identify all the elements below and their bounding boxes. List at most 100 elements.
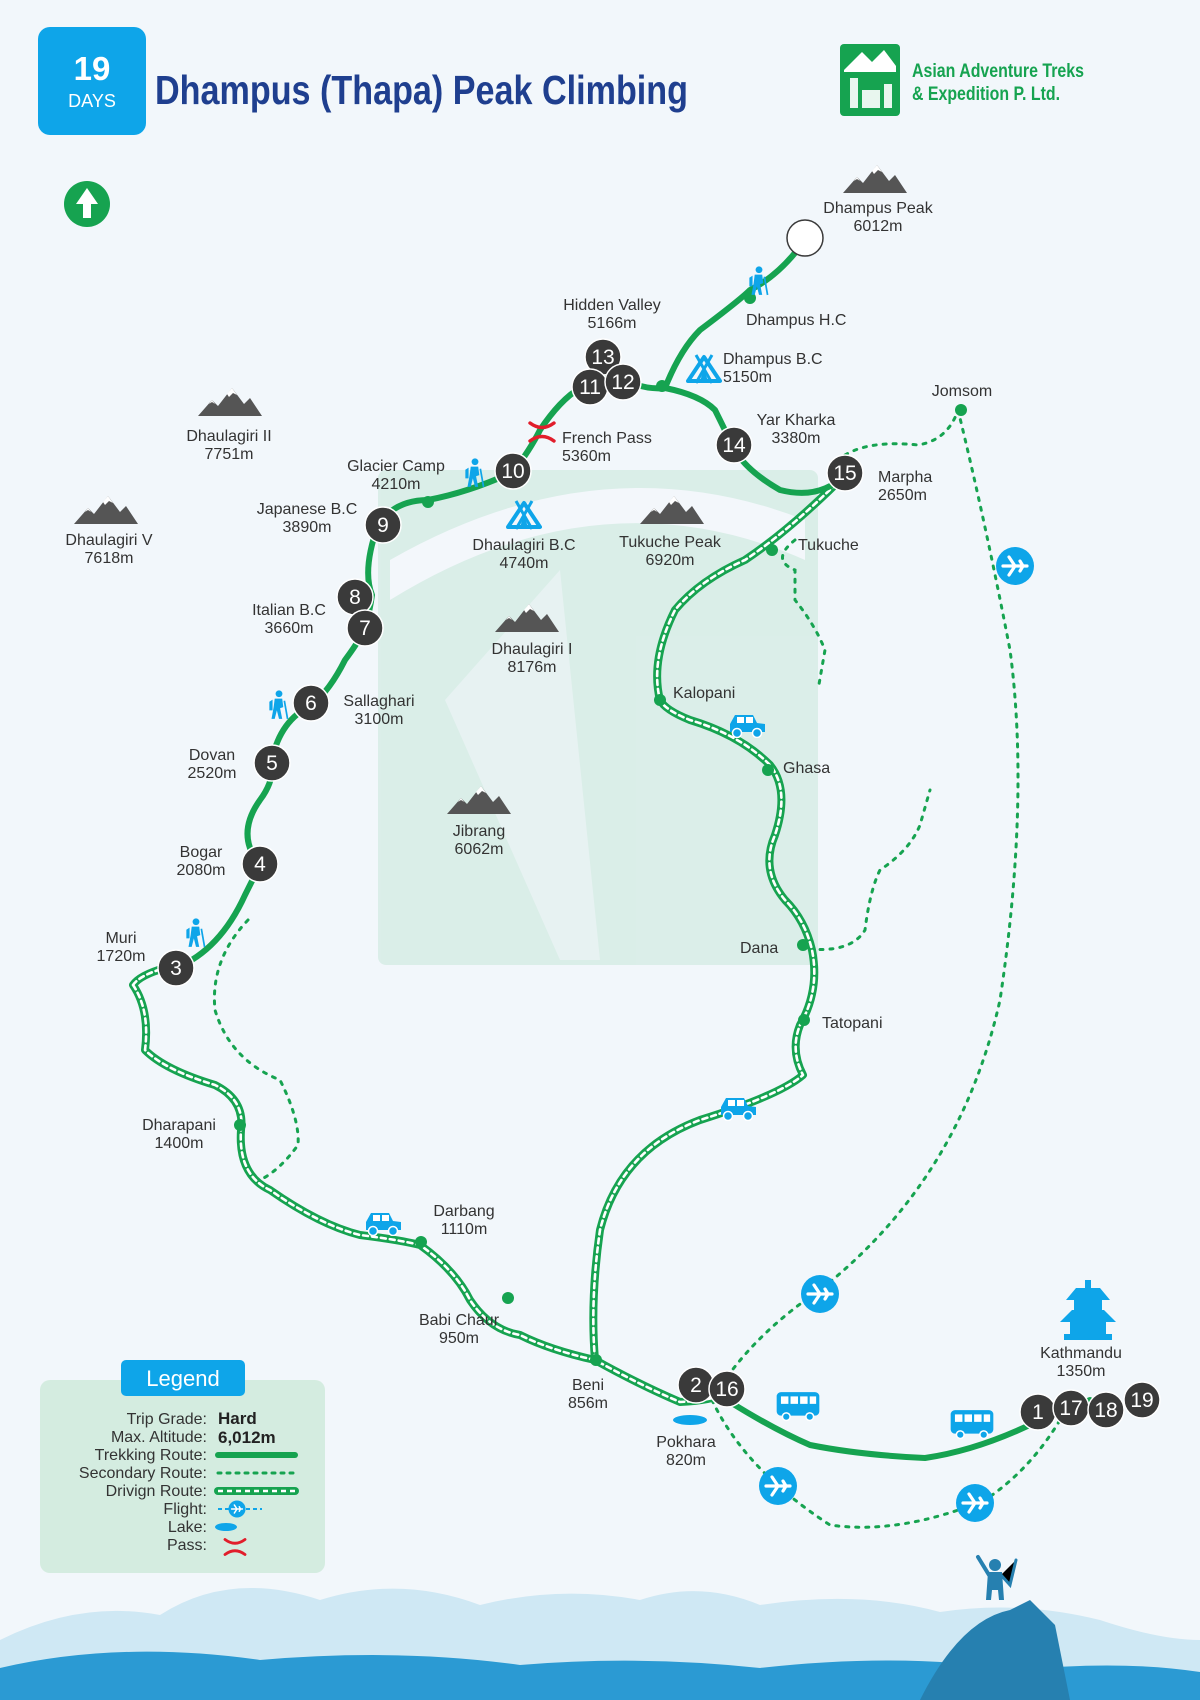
mountain-name: Dhaulagiri II [186, 428, 271, 445]
airplane-icon [955, 1483, 995, 1523]
place-altitude: 3890m [283, 519, 332, 536]
legend-title: Legend [146, 1366, 219, 1391]
day-marker-d9: 9 [364, 506, 402, 544]
place-label-dana: Dana [740, 940, 778, 957]
airplane-icon [758, 1466, 798, 1506]
day-number: 15 [833, 462, 856, 485]
temple-icon [1060, 1280, 1116, 1340]
mountain-icon-dhaulagiri-v [74, 496, 138, 524]
place-altitude: 4210m [372, 476, 421, 493]
place-name: Yar Kharka [757, 412, 836, 429]
page-title: Dhampus (Thapa) Peak Climbing [155, 67, 688, 113]
place-name: Babi Chaur [419, 1312, 500, 1329]
lake-icon [673, 1415, 707, 1425]
legend-altitude-value: 6,012m [218, 1428, 276, 1447]
day-marker-d6: 6 [292, 684, 330, 722]
mountain-name: Jibrang [453, 823, 505, 840]
route-waypoints [234, 292, 967, 1366]
day-number: 6 [305, 692, 317, 715]
day-marker-circle [1087, 1391, 1125, 1429]
jeep-icon [365, 1212, 402, 1236]
day-marker-circle [826, 454, 864, 492]
day-number: 4 [254, 853, 266, 876]
place-altitude: 1400m [155, 1135, 204, 1152]
place-name: Kathmandu [1040, 1345, 1122, 1362]
place-name: Glacier Camp [347, 458, 445, 475]
legend-trekking-label: Trekking Route: [95, 1447, 207, 1464]
logo-watermark [378, 470, 818, 965]
day-marker-circle [364, 506, 402, 544]
place-altitude: 1110m [441, 1221, 488, 1238]
place-name: Dana [740, 940, 778, 957]
place-altitude: 1720m [97, 948, 146, 965]
day-marker-d16: 16 [708, 1370, 746, 1408]
place-altitude: 3100m [355, 711, 404, 728]
day-marker-circle [292, 684, 330, 722]
place-name: Dhaulagiri B.C [472, 537, 575, 554]
legend-flight-label: Flight: [163, 1501, 207, 1518]
place-name: Jomsom [932, 383, 992, 400]
airplane-icon [995, 546, 1035, 586]
day-number: 11 [579, 376, 601, 399]
place-altitude: 2650m [878, 487, 927, 504]
place-name: Tatopani [822, 1015, 883, 1032]
place-name: Dhampus Peak [823, 200, 933, 217]
place-altitude: 950m [439, 1330, 479, 1347]
place-name: Muri [105, 930, 136, 947]
day-marker-d17: 17 [1052, 1389, 1090, 1427]
company-name-line1: Asian Adventure Treks [912, 61, 1084, 82]
place-altitude: 6012m [854, 218, 903, 235]
company-logo [840, 44, 900, 116]
place-name: Dhampus B.C [723, 351, 823, 368]
legend-lake-swatch [215, 1523, 237, 1531]
place-label-ghasa: Ghasa [783, 760, 830, 777]
trekker-icon [185, 918, 206, 948]
days-badge: 19 DAYS [38, 27, 146, 135]
days-number: 19 [74, 50, 111, 87]
day-marker-d1: 1 [1019, 1393, 1057, 1431]
day-marker-circle [346, 609, 384, 647]
place-name: Japanese B.C [257, 501, 358, 518]
day-marker-d19: 19 [1123, 1381, 1161, 1419]
day-marker-circle [157, 949, 195, 987]
place-name: Hidden Valley [563, 297, 661, 314]
place-name: Beni [572, 1377, 604, 1394]
place-name: Marpha [878, 469, 932, 486]
day-marker-d5: 5 [253, 744, 291, 782]
days-label: DAYS [68, 91, 116, 111]
place-name: Dharapani [142, 1117, 216, 1134]
day-number: 17 [1059, 1397, 1082, 1420]
day-number: 13 [793, 227, 816, 250]
place-altitude: 3660m [265, 620, 314, 637]
day-number: 9 [377, 514, 389, 537]
legend-driving-label: Drivign Route: [106, 1483, 207, 1500]
day-marker-circle [786, 219, 824, 257]
bus-icon [775, 1391, 821, 1422]
day-marker-circle [604, 363, 642, 401]
mountain-icon-dhaulagiri-ii [198, 388, 262, 416]
day-number: 7 [359, 617, 371, 640]
place-altitude: 856m [568, 1395, 608, 1412]
day-marker-d7: 7 [346, 609, 384, 647]
legend-secondary-label: Secondary Route: [79, 1465, 207, 1482]
place-altitude: 1350m [1057, 1363, 1106, 1380]
mountain-name: Dhaulagiri I [492, 641, 573, 658]
climber-summit-icon [976, 1555, 1018, 1600]
place-altitude: 2080m [177, 862, 226, 879]
place-name: Ghasa [783, 760, 830, 777]
place-name: Dovan [189, 747, 235, 764]
place-name: French Pass [562, 430, 652, 447]
place-name: Dhampus H.C [746, 312, 846, 329]
